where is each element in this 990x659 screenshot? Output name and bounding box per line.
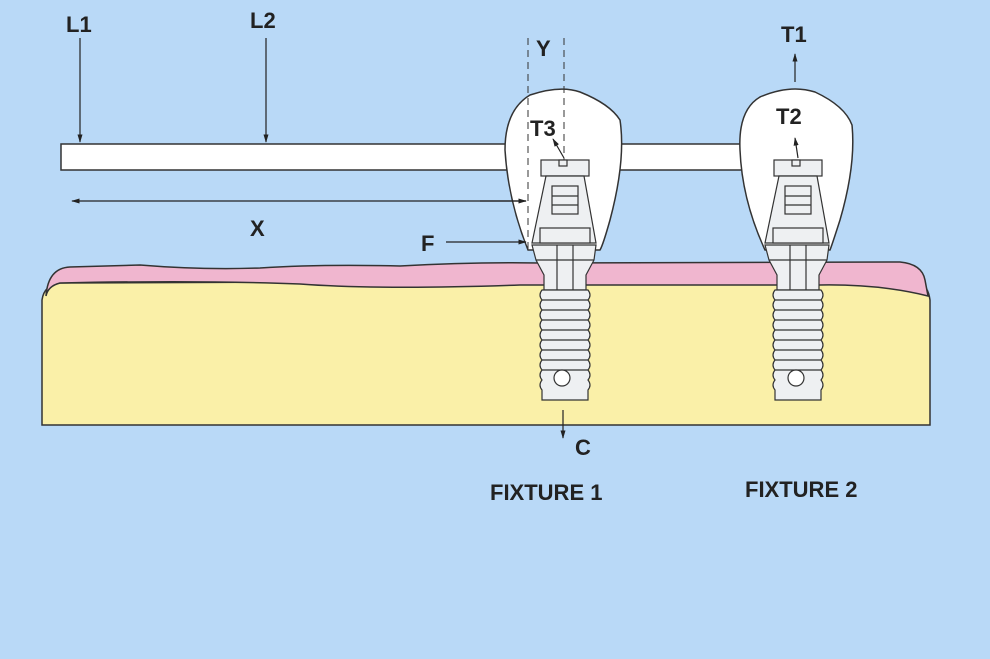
- label-x: X: [250, 216, 265, 241]
- fixture-2-implant: [764, 159, 830, 401]
- t3-arrow: [552, 138, 565, 159]
- label-c: C: [575, 435, 591, 460]
- fixture-1-implant: [531, 159, 597, 401]
- label-t3: T3: [530, 116, 556, 141]
- t2-arrow: [793, 137, 799, 159]
- label-t2: T2: [776, 104, 802, 129]
- label-l2: L2: [250, 8, 276, 33]
- label-fixture-2: FIXTURE 2: [745, 477, 857, 502]
- label-f: F: [421, 231, 434, 256]
- gingiva-layer: [45, 261, 929, 298]
- label-t1: T1: [781, 22, 807, 47]
- label-y: Y: [536, 36, 551, 61]
- cantilever-bar: [60, 143, 752, 171]
- label-l1: L1: [66, 12, 92, 37]
- label-fixture-1: FIXTURE 1: [490, 480, 602, 505]
